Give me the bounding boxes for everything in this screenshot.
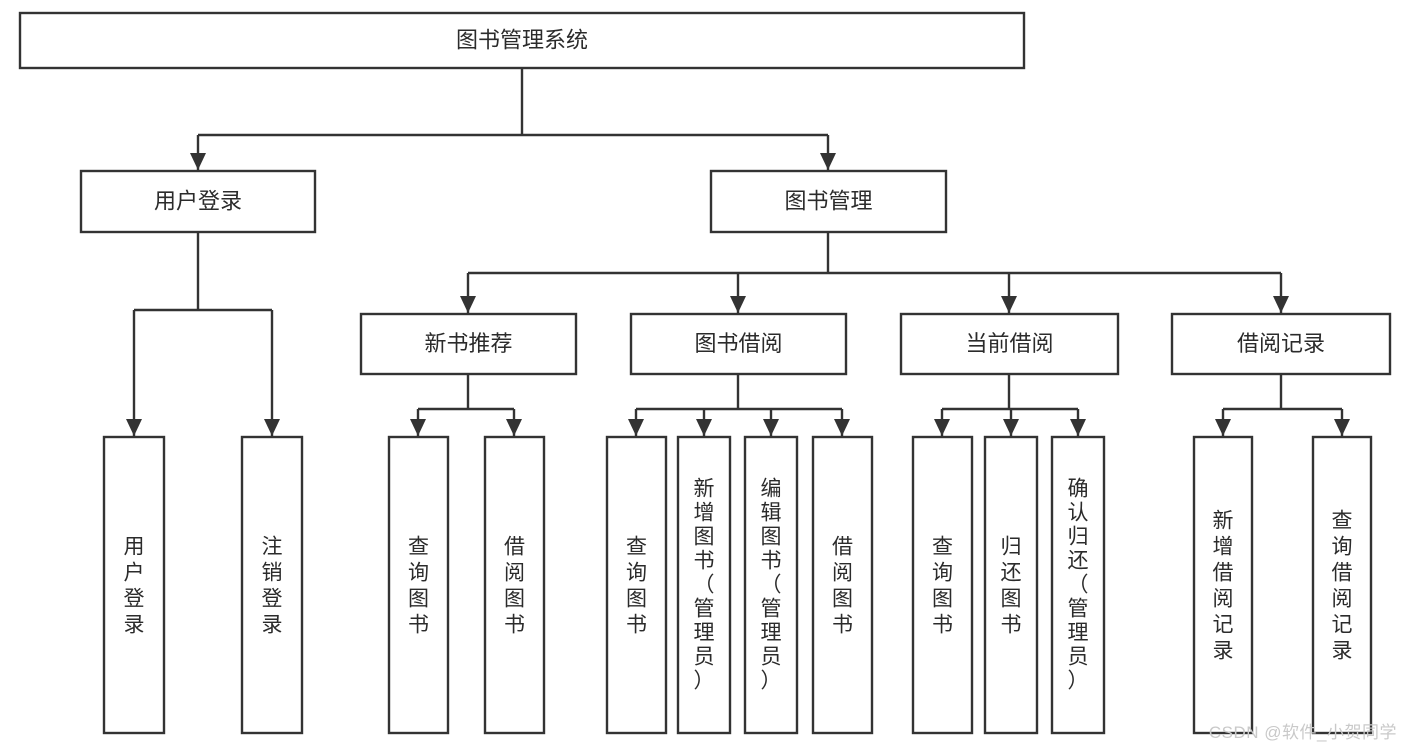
node-label: 用户登录 — [154, 188, 242, 213]
node-box-outline — [79, 169, 317, 234]
node-label: 新增借阅记录 — [1213, 509, 1234, 662]
node-leaf-leaf-user-logout[interactable]: 注销登录 — [240, 435, 304, 735]
node-root-root[interactable]: 图书管理系统 — [18, 11, 1026, 70]
arrow-head-icon — [696, 419, 712, 436]
node-label: 图书借阅 — [694, 331, 782, 356]
node-leaf-leaf-confirm-return[interactable]: 确认归还（管理员） — [1050, 435, 1106, 735]
arrow-head-icon — [628, 419, 644, 436]
arrow-head-icon — [763, 419, 779, 436]
node-box-outline — [1050, 435, 1106, 735]
node-leaf-leaf-query-book-recommend[interactable]: 查询图书 — [387, 435, 450, 735]
node-label: 注销登录 — [262, 535, 283, 636]
arrow-head-icon — [1215, 419, 1231, 436]
node-leaf-leaf-query-book-borrow[interactable]: 查询图书 — [605, 435, 668, 735]
arrow-head-icon — [934, 419, 950, 436]
arrow-head-icon — [264, 419, 280, 436]
node-leaf-leaf-query-borrow-record[interactable]: 查询借阅记录 — [1311, 435, 1373, 735]
node-label: 确认归还（管理员） — [1068, 478, 1089, 693]
node-level3-book-borrow[interactable]: 图书借阅 — [629, 312, 848, 376]
node-level3-current-borrow[interactable]: 当前借阅 — [899, 312, 1120, 376]
node-box-outline — [811, 435, 874, 735]
node-label: 图书管理系统 — [456, 27, 588, 52]
node-level2-book-management[interactable]: 图书管理 — [709, 169, 948, 234]
nodes-layer: 图书管理系统用户登录图书管理新书推荐图书借阅当前借阅借阅记录用户登录注销登录查询… — [18, 11, 1392, 735]
node-box-outline — [18, 11, 1026, 70]
node-level3-borrow-record[interactable]: 借阅记录 — [1170, 312, 1392, 376]
node-box-outline — [605, 435, 668, 735]
connectors-layer — [126, 68, 1350, 436]
node-box-outline — [743, 435, 799, 735]
arrow-head-icon — [730, 296, 746, 313]
node-label: 用户登录 — [124, 535, 145, 636]
node-leaf-leaf-borrow-book-recommend[interactable]: 借阅图书 — [483, 435, 546, 735]
node-leaf-leaf-query-book-current[interactable]: 查询图书 — [911, 435, 974, 735]
node-label: 归还图书 — [1001, 535, 1022, 636]
node-box-outline — [629, 312, 848, 376]
node-box-outline — [483, 435, 546, 735]
arrow-head-icon — [820, 153, 836, 170]
arrow-head-icon — [1070, 419, 1086, 436]
node-leaf-leaf-return-book[interactable]: 归还图书 — [983, 435, 1039, 735]
node-label: 查询借阅记录 — [1332, 509, 1353, 662]
node-box-outline — [899, 312, 1120, 376]
node-label: 借阅记录 — [1237, 331, 1325, 356]
node-box-outline — [983, 435, 1039, 735]
node-label: 编辑图书（管理员） — [761, 478, 782, 693]
arrow-head-icon — [126, 419, 142, 436]
node-box-outline — [102, 435, 166, 735]
node-box-outline — [709, 169, 948, 234]
node-box-outline — [676, 435, 732, 735]
node-label: 新书推荐 — [424, 331, 512, 356]
arrow-head-icon — [1001, 296, 1017, 313]
node-label: 查询图书 — [626, 535, 647, 636]
node-label: 借阅图书 — [832, 535, 853, 636]
node-leaf-leaf-edit-book[interactable]: 编辑图书（管理员） — [743, 435, 799, 735]
node-box-outline — [1192, 435, 1254, 735]
arrow-head-icon — [834, 419, 850, 436]
node-label: 当前借阅 — [965, 331, 1053, 356]
arrow-head-icon — [190, 153, 206, 170]
arrow-head-icon — [460, 296, 476, 313]
arrow-head-icon — [1273, 296, 1289, 313]
node-leaf-leaf-borrow-book[interactable]: 借阅图书 — [811, 435, 874, 735]
node-leaf-leaf-user-login[interactable]: 用户登录 — [102, 435, 166, 735]
node-leaf-leaf-add-borrow-record[interactable]: 新增借阅记录 — [1192, 435, 1254, 735]
node-box-outline — [911, 435, 974, 735]
node-label: 查询图书 — [932, 535, 953, 636]
node-label: 查询图书 — [408, 535, 429, 636]
node-box-outline — [359, 312, 578, 376]
node-label: 新增图书（管理员） — [694, 478, 715, 693]
node-label: 图书管理 — [784, 188, 872, 213]
node-box-outline — [240, 435, 304, 735]
arrow-head-icon — [410, 419, 426, 436]
node-box-outline — [1170, 312, 1392, 376]
node-level3-new-book-recommend[interactable]: 新书推荐 — [359, 312, 578, 376]
node-label: 借阅图书 — [504, 535, 525, 636]
arrow-head-icon — [1334, 419, 1350, 436]
node-level2-user-login[interactable]: 用户登录 — [79, 169, 317, 234]
node-leaf-leaf-add-book[interactable]: 新增图书（管理员） — [676, 435, 732, 735]
arrow-head-icon — [1003, 419, 1019, 436]
node-box-outline — [387, 435, 450, 735]
arrow-head-icon — [506, 419, 522, 436]
node-box-outline — [1311, 435, 1373, 735]
